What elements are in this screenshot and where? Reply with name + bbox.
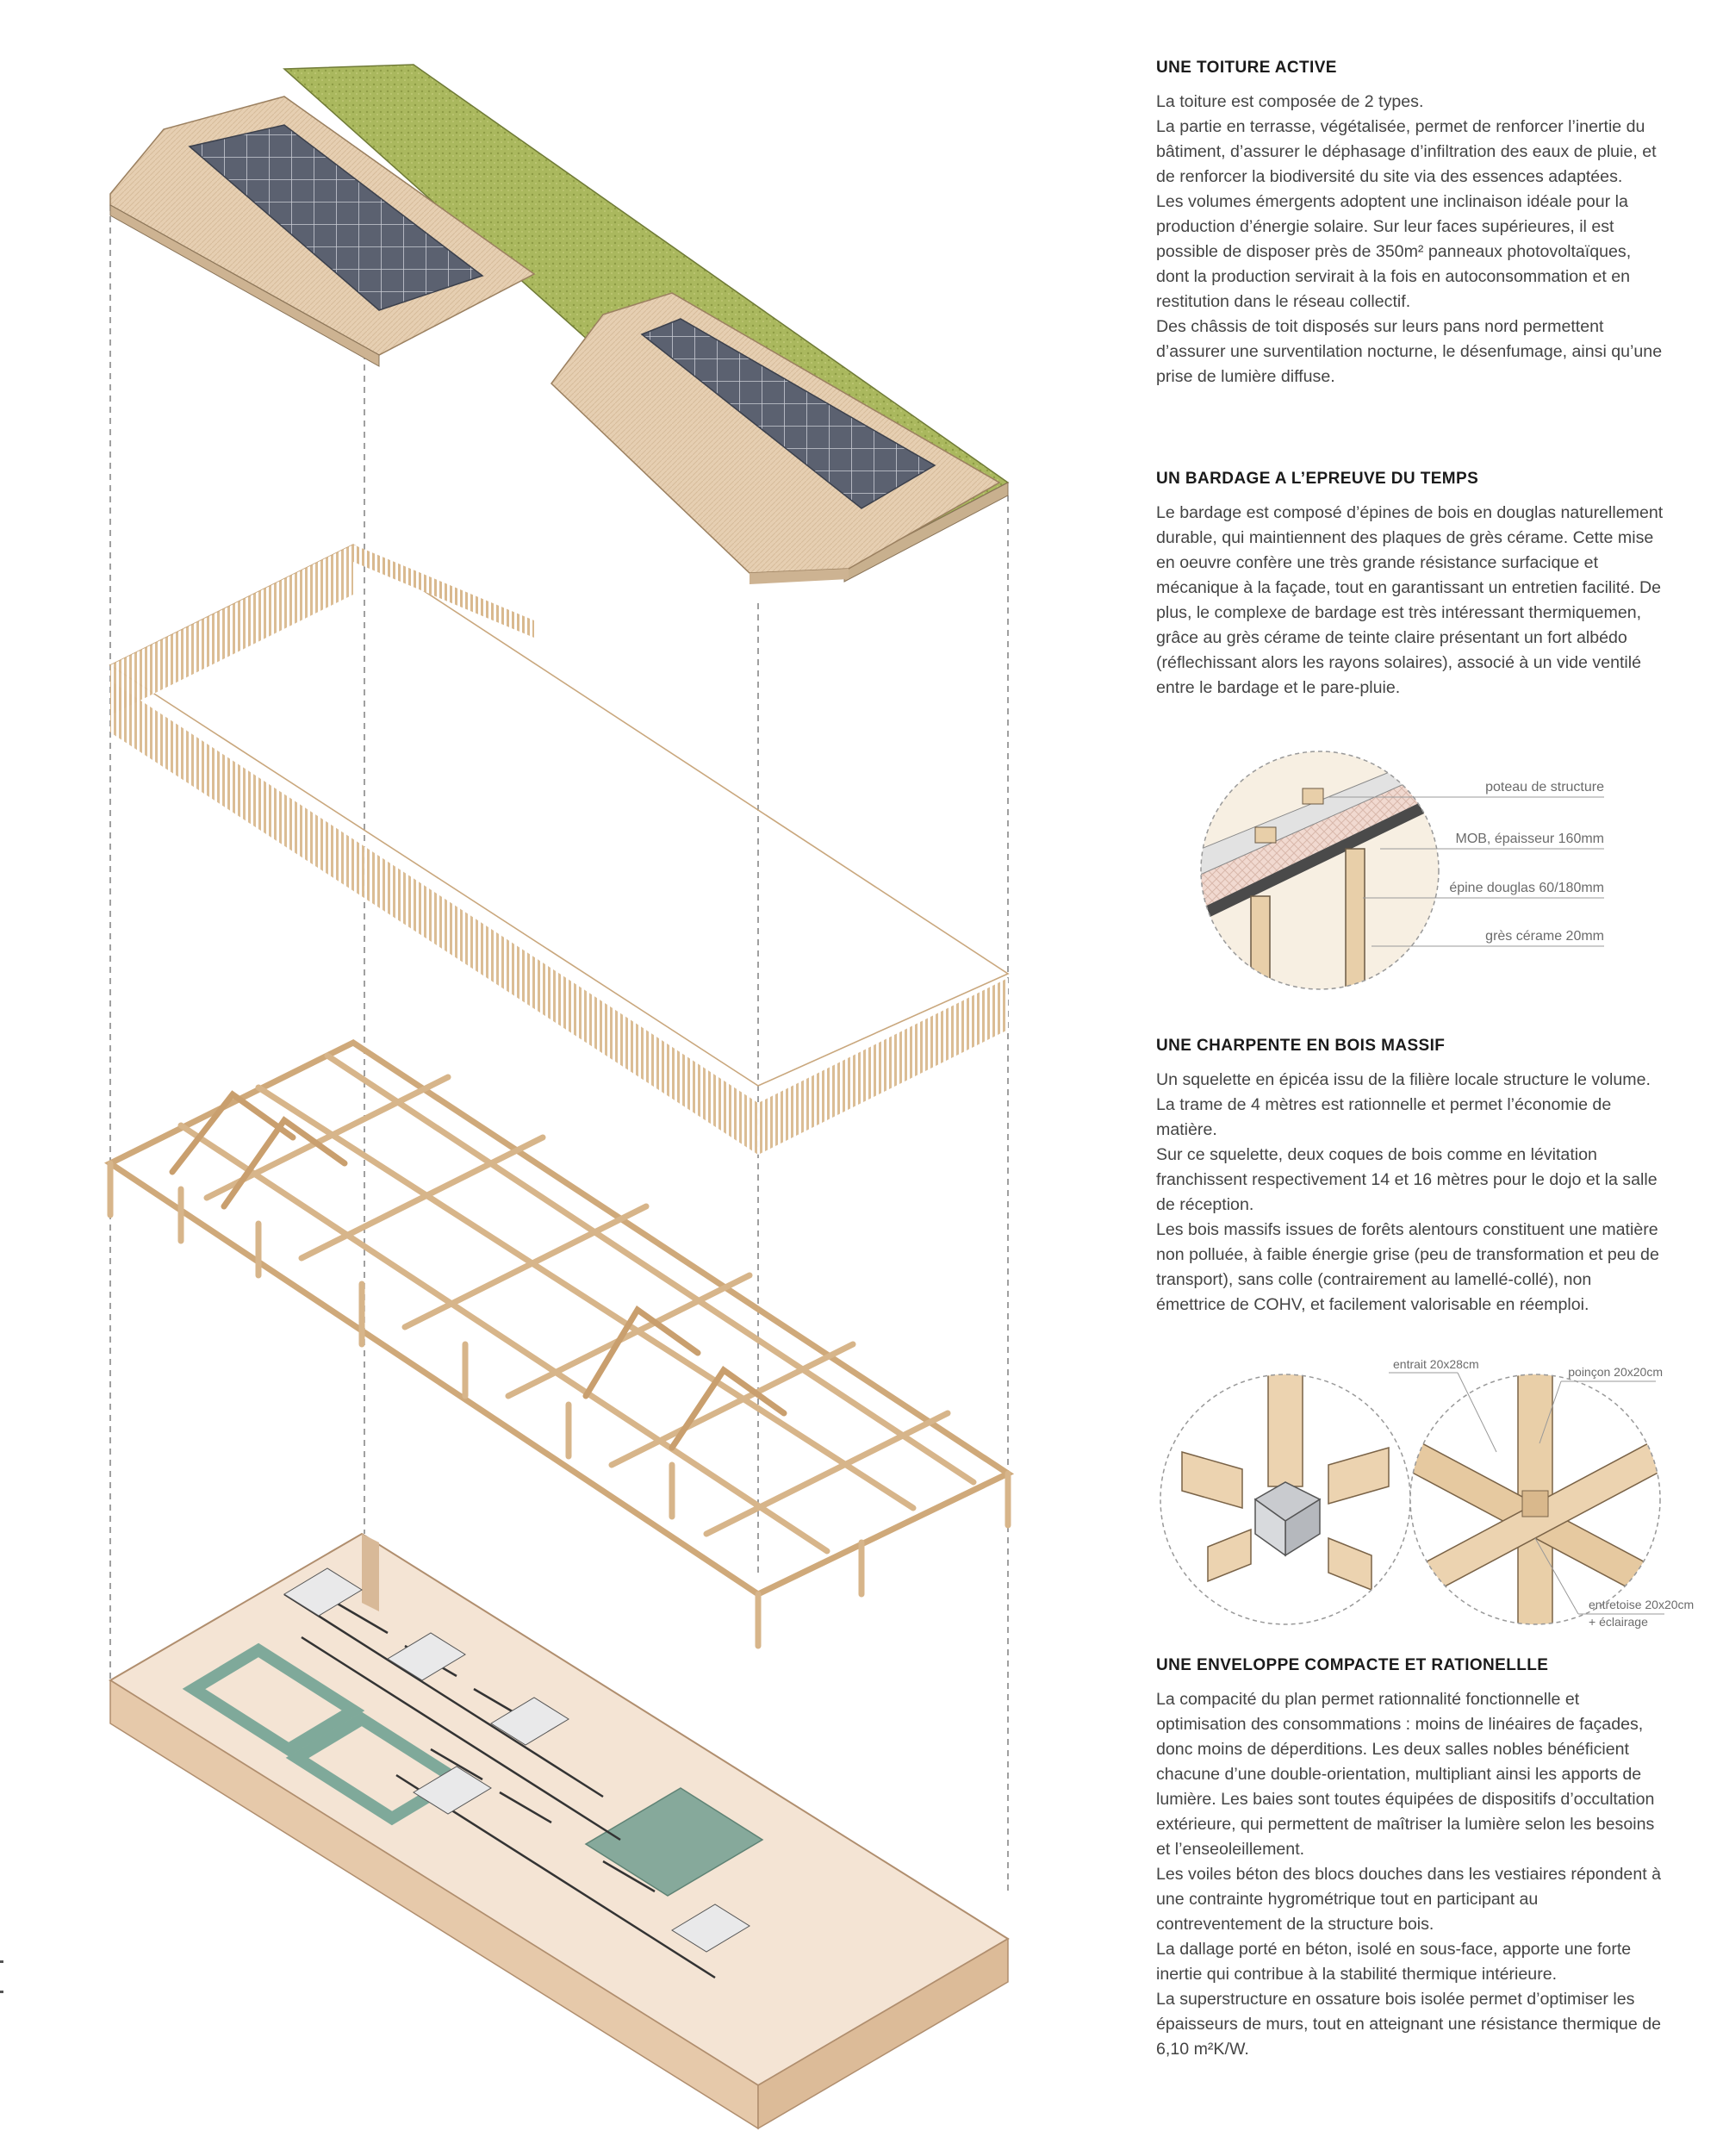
- detail-label: entrait 20x28cm: [1393, 1357, 1479, 1371]
- detail-label: grès cérame 20mm: [1485, 929, 1604, 944]
- section-title: UNE TOITURE ACTIVE: [1156, 59, 1337, 77]
- cladding-layer: [109, 544, 1010, 1155]
- section-text: La compacité du plan permet rationnalité…: [1156, 1690, 1662, 2059]
- detail-label: poteau de structure: [1485, 780, 1604, 794]
- detail-label: entretoise 20x20cm: [1589, 1598, 1694, 1611]
- roof-layer: [109, 64, 1010, 584]
- exploded-axonometric-diagram: [104, 64, 1015, 2130]
- detail-label: poinçon 20x20cm: [1568, 1365, 1663, 1379]
- margin-tick: [0, 1960, 3, 1963]
- envelope-layer: [109, 1532, 1010, 2130]
- bardage-detail-diagram: poteau de structure MOB, épaisseur 160mm…: [1200, 751, 1604, 990]
- section-bardage: UN BARDAGE A L’EPREUVE DU TEMPS Le barda…: [1156, 470, 1664, 701]
- section-title: UN BARDAGE A L’EPREUVE DU TEMPS: [1156, 470, 1479, 488]
- solar-panels-left: [188, 124, 484, 311]
- charpente-detail-diagram: entrait 20x28cm poinçon 20x20cm entretoi…: [1160, 1357, 1694, 1629]
- detail-label: + éclairage: [1589, 1615, 1648, 1629]
- guide-lines: [109, 205, 1009, 1896]
- section-title: UNE ENVELOPPE COMPACTE ET RATIONELLLE: [1156, 1656, 1549, 1674]
- section-text: Le bardage est composé d’épines de bois …: [1156, 503, 1664, 697]
- detail-label: MOB, épaisseur 160mm: [1455, 832, 1604, 846]
- margin-tick: [0, 1991, 3, 1993]
- section-enveloppe: UNE ENVELOPPE COMPACTE ET RATIONELLLE La…: [1156, 1656, 1664, 2062]
- solar-panels-right: [640, 318, 936, 509]
- section-text: Un squelette en épicéa issu de la filièr…: [1156, 1070, 1659, 1314]
- section-toiture: UNE TOITURE ACTIVE La toiture est compos…: [1156, 59, 1664, 389]
- timber-frame-layer: [104, 1038, 1015, 1649]
- section-text: La toiture est composée de 2 types. La p…: [1156, 92, 1663, 386]
- pool-outline-1: [182, 1642, 365, 1757]
- section-charpente: UNE CHARPENTE EN BOIS MASSIF Un squelett…: [1156, 1037, 1664, 1318]
- detail-label: épine douglas 60/180mm: [1449, 881, 1604, 895]
- section-title: UNE CHARPENTE EN BOIS MASSIF: [1156, 1037, 1446, 1055]
- pool-rect: [584, 1787, 764, 1897]
